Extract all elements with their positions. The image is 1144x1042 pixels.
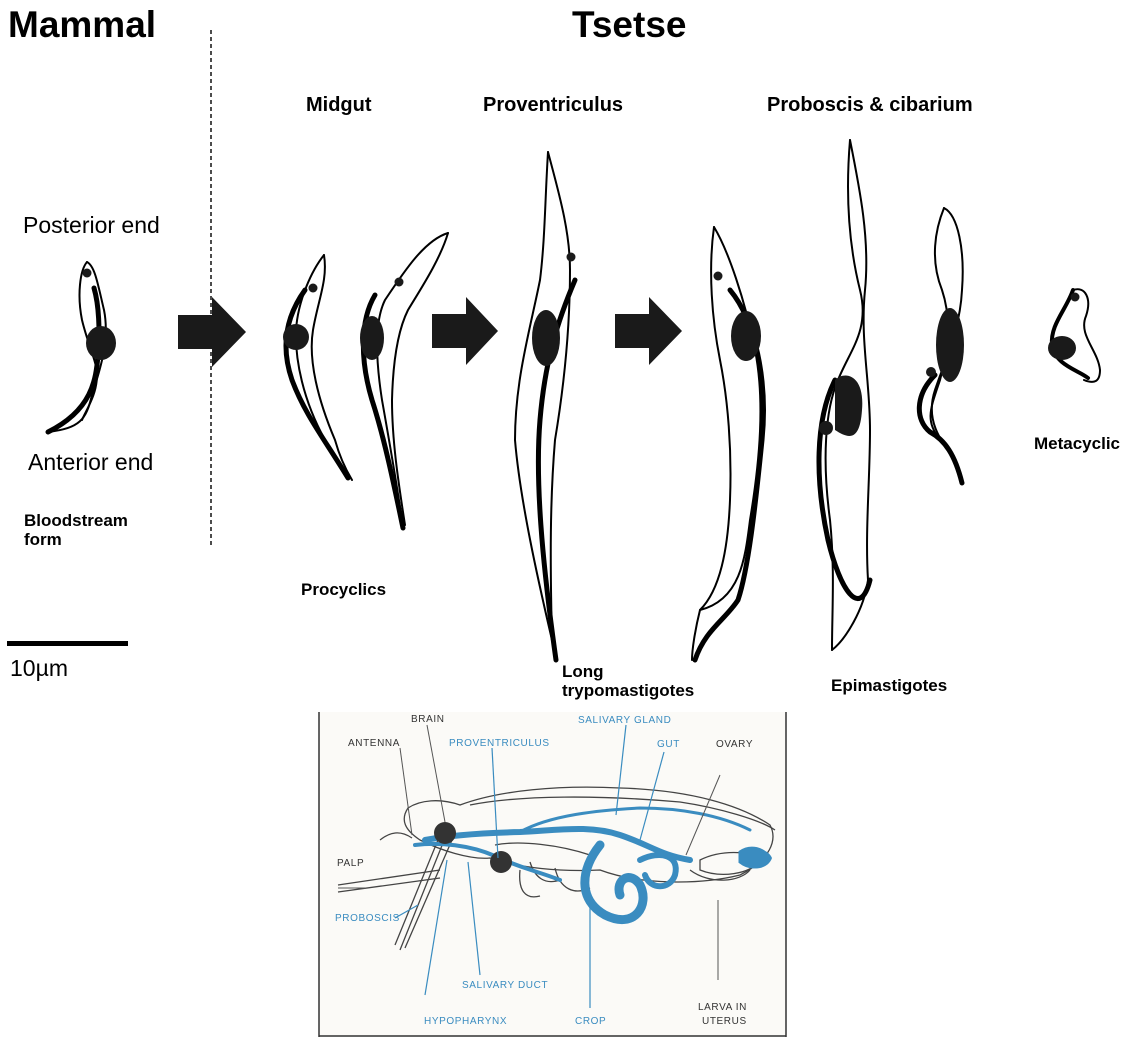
arrow-3: [615, 297, 682, 365]
fly-label-larva-1: LARVA IN: [698, 1002, 747, 1013]
fly-label-crop: CROP: [575, 1016, 606, 1027]
epimastigote-1: [819, 140, 870, 650]
epimastigote-2: [919, 208, 964, 483]
midgut-label: Midgut: [306, 94, 372, 117]
scale-bar: [7, 641, 128, 646]
bloodstream-form-label: Bloodstream form: [24, 511, 144, 549]
procyclics-label: Procyclics: [301, 580, 386, 600]
fly-label-larva-2: UTERUS: [702, 1016, 747, 1027]
proboscis-cibarium-label: Proboscis & cibarium: [767, 94, 973, 117]
anterior-end-label: Anterior end: [28, 449, 153, 476]
fly-label-salivary-gland: SALIVARY GLAND: [578, 715, 671, 726]
fly-digestive-tract: [415, 808, 768, 920]
fly-label-salivary-duct: SALIVARY DUCT: [462, 980, 548, 991]
procyclic-1: [283, 255, 352, 480]
proventriculus-label: Proventriculus: [483, 94, 623, 117]
arrow-2: [432, 297, 498, 365]
scale-bar-label: 10µm: [10, 655, 68, 682]
fly-label-hypopharynx: HYPOPHARYNX: [424, 1016, 507, 1027]
long-label-line2: trypomastigotes: [562, 681, 694, 701]
procyclic-2: [360, 233, 448, 528]
fly-label-proboscis: PROBOSCIS: [335, 913, 400, 924]
fly-body-outline: [338, 787, 775, 950]
fly-label-brain: BRAIN: [411, 714, 445, 725]
fly-label-ovary: OVARY: [716, 739, 753, 750]
metacyclic: [1048, 289, 1100, 382]
fly-label-gut: GUT: [657, 739, 680, 750]
metacyclic-label: Metacyclic: [1034, 434, 1120, 454]
tsetse-heading: Tsetse: [572, 4, 687, 46]
long-trypomastigote: [515, 152, 576, 660]
long-label-line1: Long: [562, 662, 604, 682]
mammal-heading: Mammal: [8, 4, 156, 46]
long-trypomastigote-2: [692, 227, 763, 660]
fly-label-antenna: ANTENNA: [348, 738, 400, 749]
fly-label-proventriculus: PROVENTRICULUS: [449, 738, 550, 749]
epimastigotes-label: Epimastigotes: [831, 676, 947, 696]
fly-label-palp: PALP: [337, 858, 364, 869]
arrow-1: [178, 297, 246, 367]
bloodstream-trypanosome: [48, 262, 116, 432]
posterior-end-label: Posterior end: [23, 212, 160, 239]
